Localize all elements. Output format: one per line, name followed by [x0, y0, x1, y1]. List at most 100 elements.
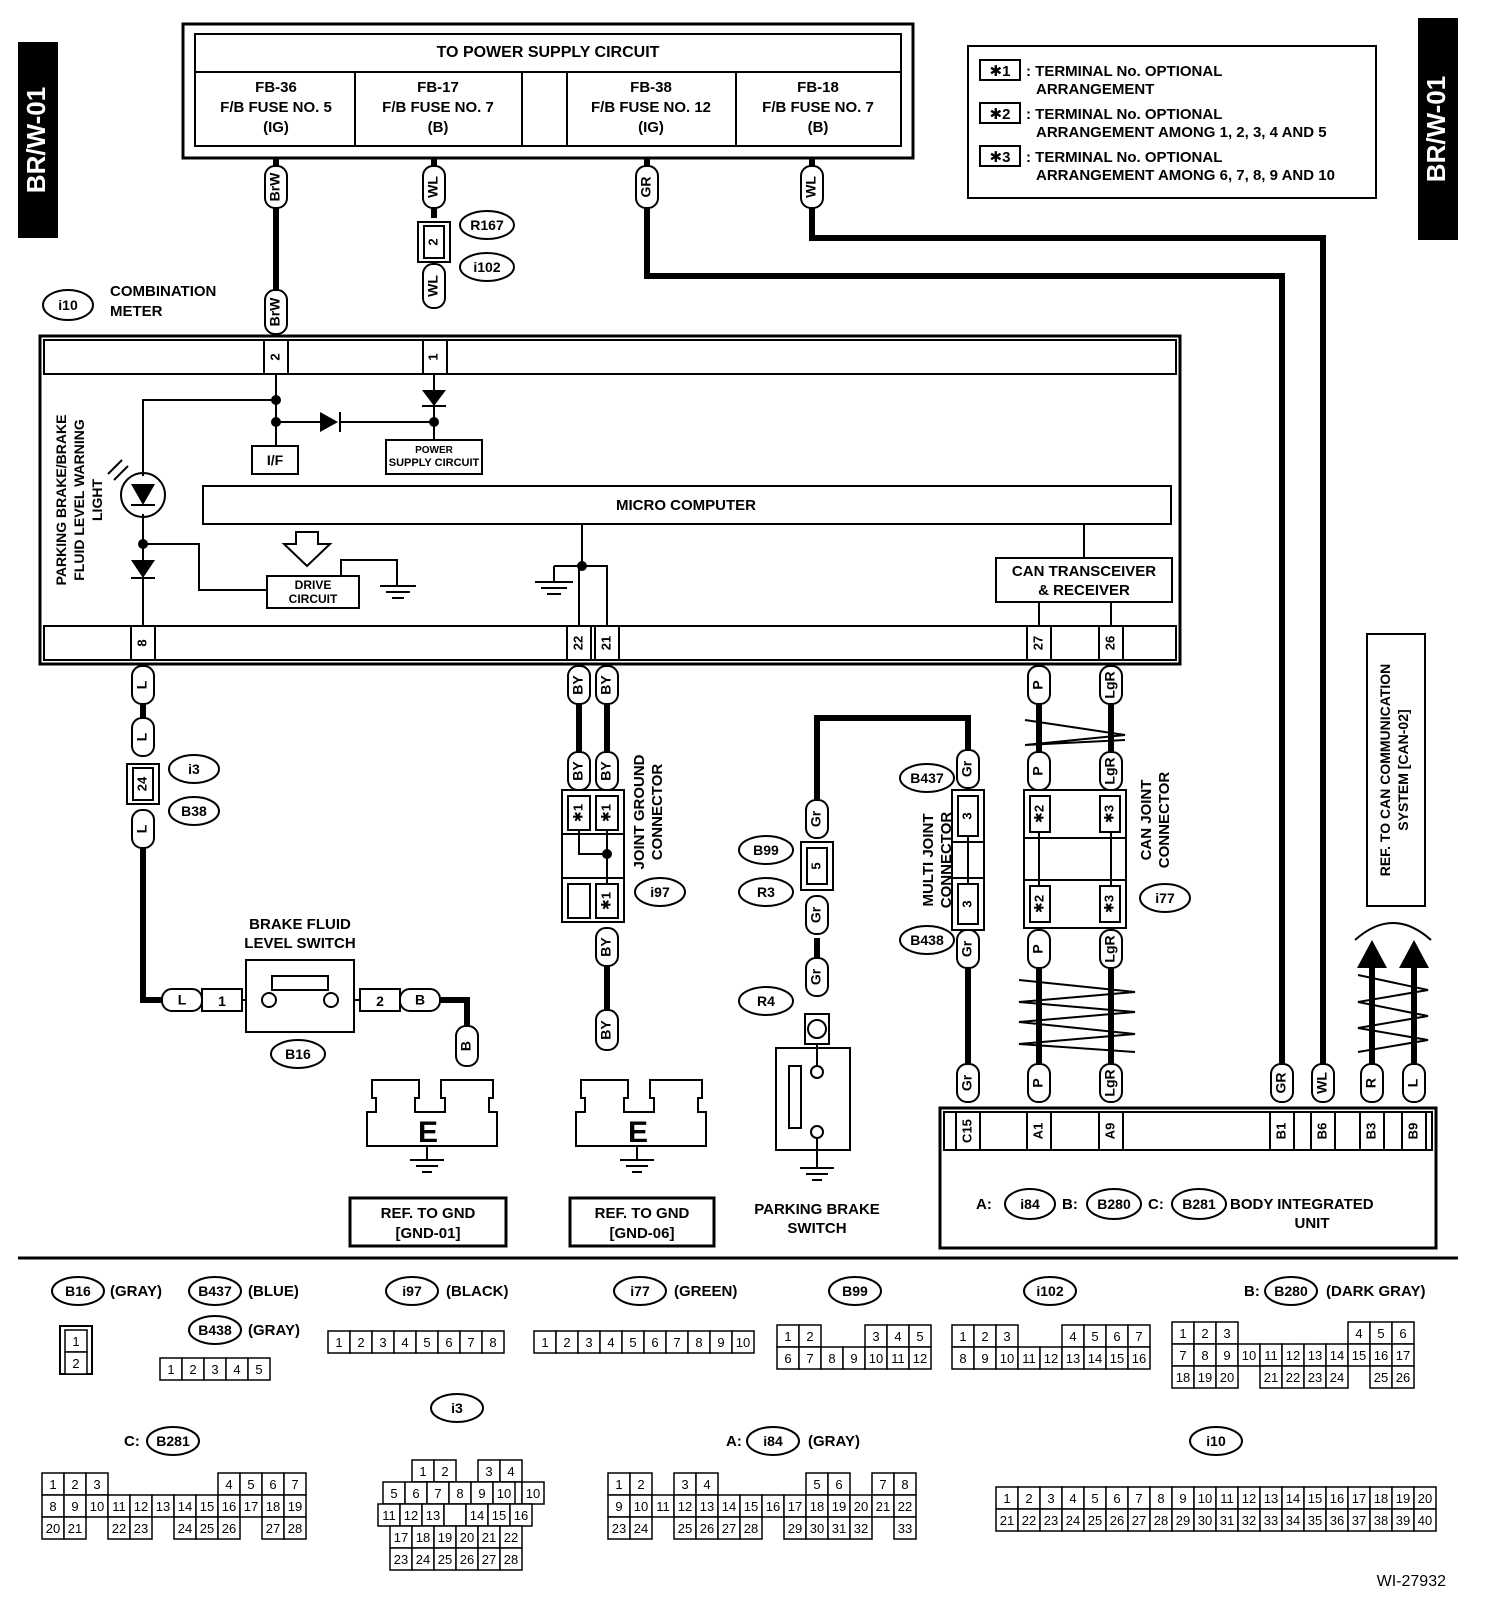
view-i3a-pin: 3: [485, 1464, 492, 1479]
view-b280-cell: [1215, 1365, 1239, 1389]
view-b281-pin: 25: [200, 1521, 214, 1536]
parking-brake-switch: [775, 1013, 851, 1181]
view-i3-label: i3: [451, 1400, 463, 1416]
drive-label-1: DRIVE: [295, 578, 332, 592]
view-i3d-pin: 22: [504, 1530, 518, 1545]
view-i3a-pin: 2: [441, 1464, 448, 1479]
view-i3c-pin: 16: [514, 1508, 528, 1523]
pin-26: 26: [1102, 636, 1117, 650]
legend-mark-1: ✱1: [990, 63, 1011, 80]
view-i3c-pin: 14: [470, 1508, 484, 1523]
view-i84-pin: 2: [637, 1477, 644, 1492]
view-b99-cell: [908, 1346, 932, 1370]
view-b281-cell: [283, 1516, 307, 1540]
view-i3a-pin: 10: [526, 1486, 540, 1501]
view-i10-pin: 13: [1264, 1491, 1278, 1506]
view-b280-pin: 4: [1355, 1326, 1362, 1341]
wire-p-2: P: [1030, 766, 1046, 775]
view-i10-pin: 38: [1374, 1513, 1388, 1528]
biu-pin-label: B3: [1363, 1123, 1378, 1140]
view-i10-pin: 35: [1308, 1513, 1322, 1528]
view-i10-pin: 18: [1374, 1491, 1388, 1506]
ref-can-box: [1366, 633, 1426, 907]
view-i10-pin: 30: [1198, 1513, 1212, 1528]
conn-i102: i102: [473, 259, 500, 275]
legend-3-line1: : TERMINAL No. OPTIONAL: [1026, 149, 1222, 166]
view-i77-pin: 7: [673, 1335, 680, 1350]
conn-i84: i84: [1020, 1196, 1040, 1212]
legend-mark-2: ✱2: [990, 106, 1011, 123]
view-i3c-cell: [443, 1503, 467, 1527]
legend-2-line2: ARRANGEMENT AMONG 1, 2, 3, 4 AND 5: [1036, 124, 1327, 141]
view-i102-pin: 3: [1003, 1329, 1010, 1344]
view-i3-oval: [430, 1393, 484, 1423]
view-b437-438-pin: 5: [255, 1362, 262, 1377]
conn-i10: i10: [58, 297, 78, 313]
biu-pin-label: B9: [1405, 1123, 1420, 1140]
ref-gnd-2: REF. TO GND: [595, 1205, 690, 1222]
meter-label-2: METER: [110, 303, 163, 320]
view-b281-label: B281: [156, 1433, 190, 1449]
biu-wire-label: Gr: [959, 1074, 975, 1091]
view-i10-pin: 10: [1198, 1491, 1212, 1506]
bfs-label-2: LEVEL SWITCH: [244, 935, 355, 952]
twisted-pair-marks: [1018, 719, 1432, 1053]
view-i84-pin: 28: [744, 1521, 758, 1536]
view-i77-pin: 8: [695, 1335, 702, 1350]
view-b99-label: B99: [842, 1283, 868, 1299]
view-i10-pin: 15: [1308, 1491, 1322, 1506]
conn-r4: R4: [757, 993, 775, 1009]
wire-l-3: L: [134, 824, 150, 833]
view-b281-pin: 3: [93, 1477, 100, 1492]
view-i77-pin: 3: [585, 1335, 592, 1350]
side-tag-right: BR/W-01: [1418, 18, 1458, 240]
view-b437-label: B437: [198, 1283, 232, 1299]
view-b16-pin: 1: [72, 1334, 79, 1349]
view-i84-color: (GRAY): [808, 1433, 860, 1450]
wire-brw-meter: BrW: [267, 297, 283, 327]
canjoint-label-2: CONNECTOR: [1156, 772, 1173, 869]
view-i10-pin: 25: [1088, 1513, 1102, 1528]
view-b281-pin: 10: [90, 1499, 104, 1514]
fuse-3-id: FB-38: [630, 79, 672, 96]
legend-box: ✱1 : TERMINAL No. OPTIONAL ARRANGEMENT ✱…: [967, 45, 1377, 199]
conn-b16: B16: [285, 1046, 311, 1062]
legend-3-line2: ARRANGEMENT AMONG 6, 7, 8, 9 AND 10: [1036, 167, 1335, 184]
ground-blocks: [348, 1079, 716, 1248]
wire-l-horiz: L: [178, 992, 187, 1008]
view-b280-pin: 11: [1264, 1348, 1278, 1363]
view-i10-label: i10: [1206, 1433, 1226, 1449]
figure-id: WI-27932: [1377, 1573, 1446, 1590]
view-b281-pin: 21: [68, 1521, 82, 1536]
view-i10-pin: 14: [1286, 1491, 1300, 1506]
view-i84-cell: [893, 1516, 917, 1540]
view-b281-pin: 4: [225, 1477, 232, 1492]
view-b280-pin: 2: [1201, 1326, 1208, 1341]
view-b280-pin: 1: [1179, 1326, 1186, 1341]
view-i84-pin: 17: [788, 1499, 802, 1514]
view-i97-cell: [481, 1330, 505, 1354]
view-i10-pin: 22: [1022, 1513, 1036, 1528]
view-b280-pin: 15: [1352, 1348, 1366, 1363]
view-i3c-pin: 13: [426, 1508, 440, 1523]
view-b280-pin: 9: [1223, 1348, 1230, 1363]
view-i3b-pin: 9: [478, 1486, 485, 1501]
biu-wire-label: GR: [1273, 1073, 1289, 1094]
combination-meter: [38, 334, 1182, 666]
pbs-label-2: SWITCH: [787, 1220, 846, 1237]
pin-21: 21: [598, 636, 613, 650]
view-i84-pin: 5: [813, 1477, 820, 1492]
view-i84-pin: 24: [634, 1521, 648, 1536]
view-b281-pin: 18: [266, 1499, 280, 1514]
view-i102-pin: 1: [959, 1329, 966, 1344]
view-i84-cell: [739, 1516, 763, 1540]
can-trx-label-1: CAN TRANSCEIVER: [1012, 563, 1156, 580]
drive-label-2: CIRCUIT: [289, 592, 338, 606]
view-b16-oval: [51, 1276, 105, 1306]
biu-pin-label: B1: [1273, 1123, 1288, 1140]
view-i10-pin: 8: [1157, 1491, 1164, 1506]
view-i97-oval: [385, 1276, 439, 1306]
gnd-e-1: E: [418, 1116, 438, 1149]
wire-gr-m1: Gr: [959, 760, 975, 777]
view-i102-pin: 13: [1066, 1351, 1080, 1366]
